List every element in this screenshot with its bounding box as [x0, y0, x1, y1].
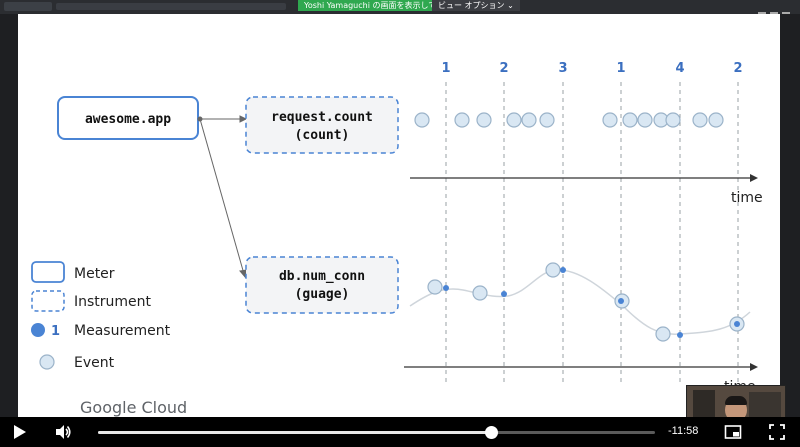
legend-instrument-swatch [31, 290, 65, 312]
measurement-label-2: 2 [499, 61, 508, 76]
event-dot [414, 112, 430, 128]
video-player-controls: -11:58 [0, 417, 800, 447]
view-options-button[interactable]: ビュー オプション ⌄ [432, 0, 520, 11]
arrow-origin-dot [197, 116, 203, 122]
event-dot [521, 112, 537, 128]
event-dot [692, 112, 708, 128]
time-axis-label: time [731, 190, 763, 206]
gauge-measurement-dots [443, 267, 740, 338]
legend-meter-swatch [31, 261, 65, 283]
meter-label: awesome.app [85, 112, 171, 127]
measurement-label-5: 4 [675, 61, 684, 76]
google-cloud-logo: Google Cloud [80, 398, 187, 417]
browser-tab[interactable] [4, 2, 52, 11]
measurement-label-1: 1 [441, 61, 450, 76]
fullscreen-icon[interactable] [768, 423, 786, 441]
time-axis-bottom-arrow [750, 363, 758, 371]
instrument-gauge-kind: (guage) [295, 287, 350, 302]
counter-event-row [414, 112, 724, 128]
gauge-curve [409, 269, 751, 335]
screen-share-banner: Yoshi Yamaguchi の画面を表示しています [298, 0, 467, 11]
gauge-event-dots [427, 262, 745, 342]
event-dot [506, 112, 522, 128]
event-dot [454, 112, 470, 128]
event-dot [539, 112, 555, 128]
legend-measurement-dot [31, 323, 45, 337]
instrument-gauge-name: db.num_conn [279, 269, 365, 284]
play-icon[interactable] [10, 423, 28, 441]
scrub-handle[interactable] [485, 426, 498, 439]
event-dot [602, 112, 618, 128]
legend-measurement-label: Measurement [74, 323, 171, 339]
instrument-box-counter [245, 96, 399, 154]
measurement-label-3: 3 [558, 61, 567, 76]
address-bar[interactable] [56, 3, 286, 10]
event-dot [622, 112, 638, 128]
legend-measurement-num: 1 [51, 324, 60, 339]
event-dot [476, 112, 492, 128]
meter-arrows [199, 115, 248, 280]
legend-event-label: Event [74, 355, 115, 371]
legend-instrument-label: Instrument [74, 294, 152, 310]
event-dot [637, 112, 653, 128]
instrument-counter-name: request.count [271, 110, 373, 125]
window-controls[interactable] [754, 2, 794, 14]
legend-meter-label: Meter [74, 266, 115, 282]
measurement-label-4: 1 [616, 61, 625, 76]
legend-event-dot [39, 354, 55, 370]
picture-in-picture-icon[interactable] [724, 423, 742, 441]
measurement-label-6: 2 [733, 61, 742, 76]
time-guide-lines [445, 82, 739, 384]
time-axis-top-arrow [750, 174, 758, 182]
instrument-counter-kind: (count) [295, 128, 350, 143]
presentation-slide: 1 2 3 1 4 2 awesome.app request.count (c… [18, 14, 780, 417]
instrument-box-gauge [245, 256, 399, 314]
diagram-canvas: 1 2 3 1 4 2 awesome.app request.count (c… [31, 61, 763, 417]
volume-icon[interactable] [54, 423, 72, 441]
event-dot [708, 112, 724, 128]
time-remaining: -11:58 [668, 425, 699, 437]
event-dot [665, 112, 681, 128]
scrub-progress [98, 431, 491, 434]
